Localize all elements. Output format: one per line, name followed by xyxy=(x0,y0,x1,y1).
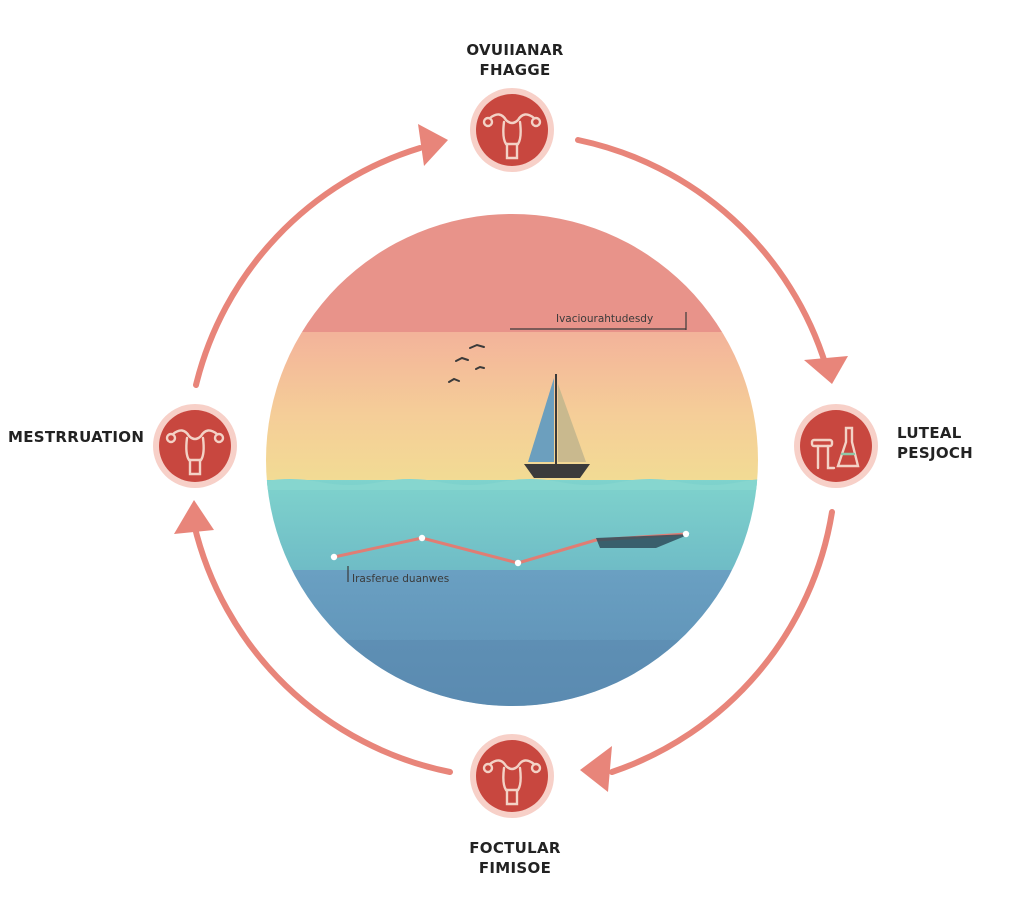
badge-left xyxy=(153,404,237,488)
bird-2 xyxy=(455,356,469,362)
phase-label-ovulation: OVUIIANAR FHAGGE xyxy=(440,40,590,80)
phase-label-menstruation-line1: MESTRRUATION xyxy=(8,428,145,446)
arrowhead-left xyxy=(174,500,214,534)
hormone-line: Irasferue duanwes xyxy=(330,530,690,585)
curve-point-4 xyxy=(682,530,690,538)
phase-label-luteal: LUTEAL PESJOCH xyxy=(897,423,1017,463)
upper-annotation-text: Ivaciourahtudesdy xyxy=(556,313,653,325)
boat-sail-jib xyxy=(558,384,586,462)
bird-4 xyxy=(475,365,485,370)
lower-slab xyxy=(596,534,690,548)
uterus-icon xyxy=(482,113,542,160)
badge-top xyxy=(470,88,554,172)
arrowhead-right xyxy=(804,356,848,384)
uterus-icon xyxy=(482,759,542,806)
wave-line xyxy=(266,479,758,490)
arrowhead-top xyxy=(418,124,448,166)
phase-label-menstruation: MESTRRUATION xyxy=(8,427,158,447)
phase-label-follicular: FOCTULAR FIMISOE xyxy=(440,838,590,878)
deep-sea-shade xyxy=(266,640,758,706)
lower-annotation-text: Irasferue duanwes xyxy=(352,573,449,585)
arrowheads xyxy=(174,124,848,792)
arrow-left-to-top xyxy=(193,145,423,388)
phase-label-luteal-line2: PESJOCH xyxy=(897,444,974,462)
arrowhead-bottom xyxy=(580,746,612,792)
birds xyxy=(448,343,485,383)
curve-point-2 xyxy=(418,534,426,542)
arrow-top-to-right xyxy=(575,137,829,369)
boat-sail-main xyxy=(528,378,554,462)
boat-hull xyxy=(524,464,590,478)
bird-3 xyxy=(448,377,460,383)
phase-label-luteal-line1: LUTEAL xyxy=(897,424,962,442)
sky-top-band xyxy=(266,214,758,332)
phase-label-follicular-line1: FOCTULAR xyxy=(469,839,561,857)
phase-label-ovulation-line2: FHAGGE xyxy=(479,61,551,79)
phase-label-ovulation-line1: OVUIIANAR xyxy=(466,41,564,59)
upper-annotation: Ivaciourahtudesdy xyxy=(510,312,687,330)
arrow-right-to-bottom xyxy=(609,509,835,775)
lab-equipment-icon xyxy=(810,426,860,470)
cycle-arrows xyxy=(191,137,835,775)
bird-1 xyxy=(469,343,485,349)
central-scene xyxy=(266,214,758,706)
curve-point-1 xyxy=(330,553,338,561)
sailboat xyxy=(524,374,590,478)
badge-right xyxy=(794,404,878,488)
phase-label-follicular-line2: FIMISOE xyxy=(478,859,552,877)
curve-point-3 xyxy=(514,559,522,567)
uterus-icon xyxy=(165,429,225,476)
sky-band xyxy=(266,332,758,480)
badge-bottom xyxy=(470,734,554,818)
arrow-bottom-to-left xyxy=(191,521,453,775)
